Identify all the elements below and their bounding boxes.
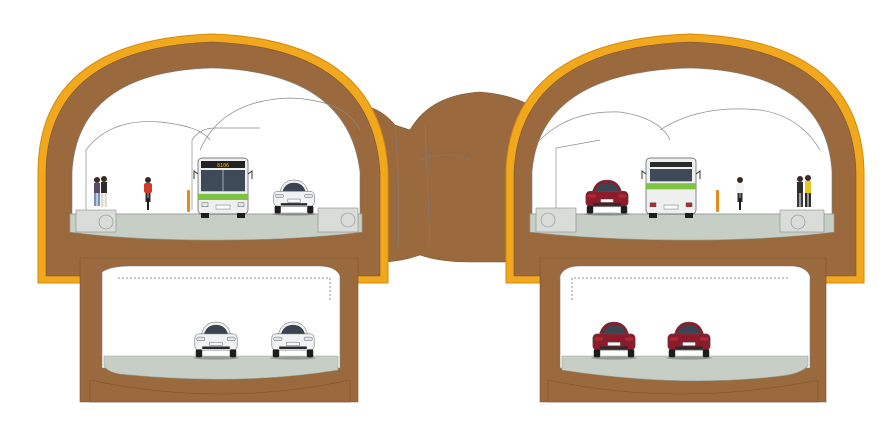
right-upper-road [529, 213, 835, 241]
car-white-left-upper [272, 179, 316, 216]
car-red-right-lower-1 [591, 321, 637, 360]
pedestrian [797, 176, 803, 207]
pedestrian [805, 175, 811, 207]
car-red-right-upper [584, 179, 630, 216]
bus-left-front: 8106 [193, 157, 253, 218]
pedestrian [94, 177, 100, 206]
bus-route-sign: 8106 [217, 163, 229, 169]
left-lower-road [103, 355, 339, 380]
right-lower-road [561, 355, 809, 382]
cyclist-left [144, 177, 152, 210]
pedestrian [101, 176, 107, 207]
left-lower-chamber [101, 265, 341, 369]
pedestrians-right [797, 175, 811, 207]
bollard-left [187, 190, 190, 212]
left-upper-road [69, 213, 363, 241]
pedestrians-left [94, 176, 107, 207]
car-white-left-lower-1 [193, 321, 239, 360]
car-white-left-lower-2 [270, 321, 316, 360]
bus-right-rear [641, 157, 701, 218]
bollard-right [716, 190, 719, 212]
cyclist-right [736, 177, 744, 210]
car-red-right-lower-2 [666, 321, 712, 360]
